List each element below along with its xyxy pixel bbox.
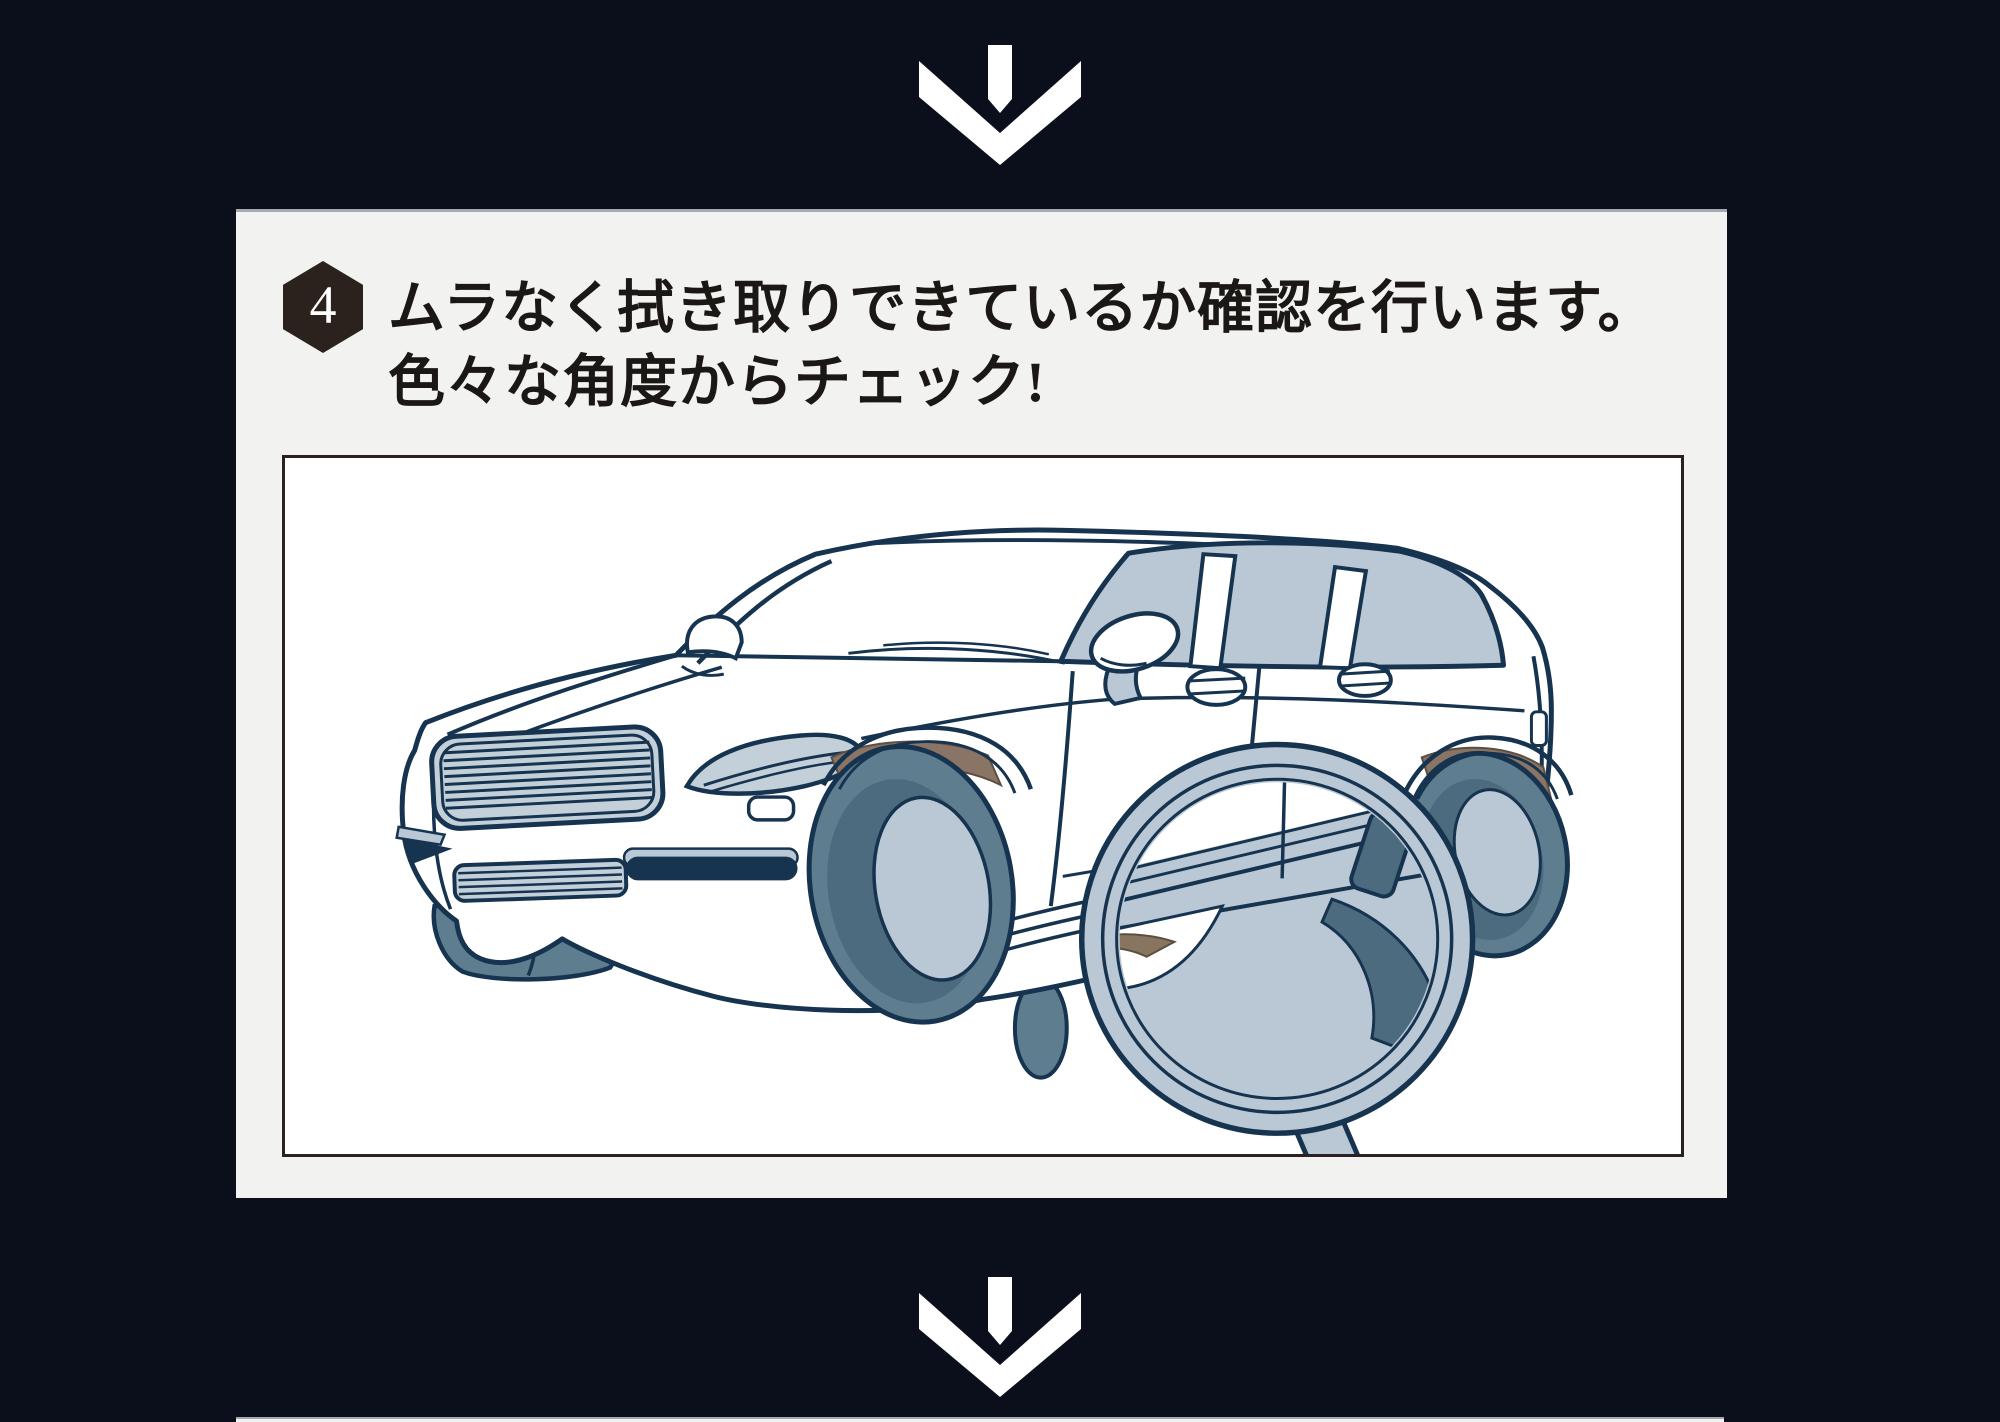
rear-wheel [1401, 735, 1574, 959]
next-card-peek [236, 1417, 1724, 1422]
step-number-badge: 4 [283, 261, 363, 353]
front-grille [429, 724, 666, 831]
door-handle-front [1185, 667, 1248, 707]
down-arrow-icon [919, 1277, 1081, 1397]
magnifier-lens [1119, 782, 1435, 1096]
step-number: 4 [309, 275, 337, 335]
step-card: 4 ムラなく拭き取りできているか確認を行います。 色々な角度からチェック! [236, 209, 1727, 1198]
far-side-mirror [680, 614, 744, 677]
side-marker [746, 795, 796, 822]
car-illustration [395, 527, 1574, 1154]
instruction-line2: 色々な角度からチェック! [388, 351, 1046, 414]
front-door-seam [1048, 671, 1075, 907]
front-wheel [806, 725, 1033, 1025]
side-mirror [1088, 611, 1181, 707]
car-illustration-frame [282, 455, 1684, 1157]
down-arrow-icon [919, 45, 1081, 165]
instruction-line1: ムラなく拭き取りできているか確認を行います。 [388, 277, 1656, 340]
instruction-text: ムラなく拭き取りできているか確認を行います。 色々な角度からチェック! [388, 272, 1688, 420]
front-bumper-trim [395, 825, 799, 903]
magnifier-icon [1078, 741, 1476, 1154]
door-handle-rear [1336, 662, 1393, 698]
